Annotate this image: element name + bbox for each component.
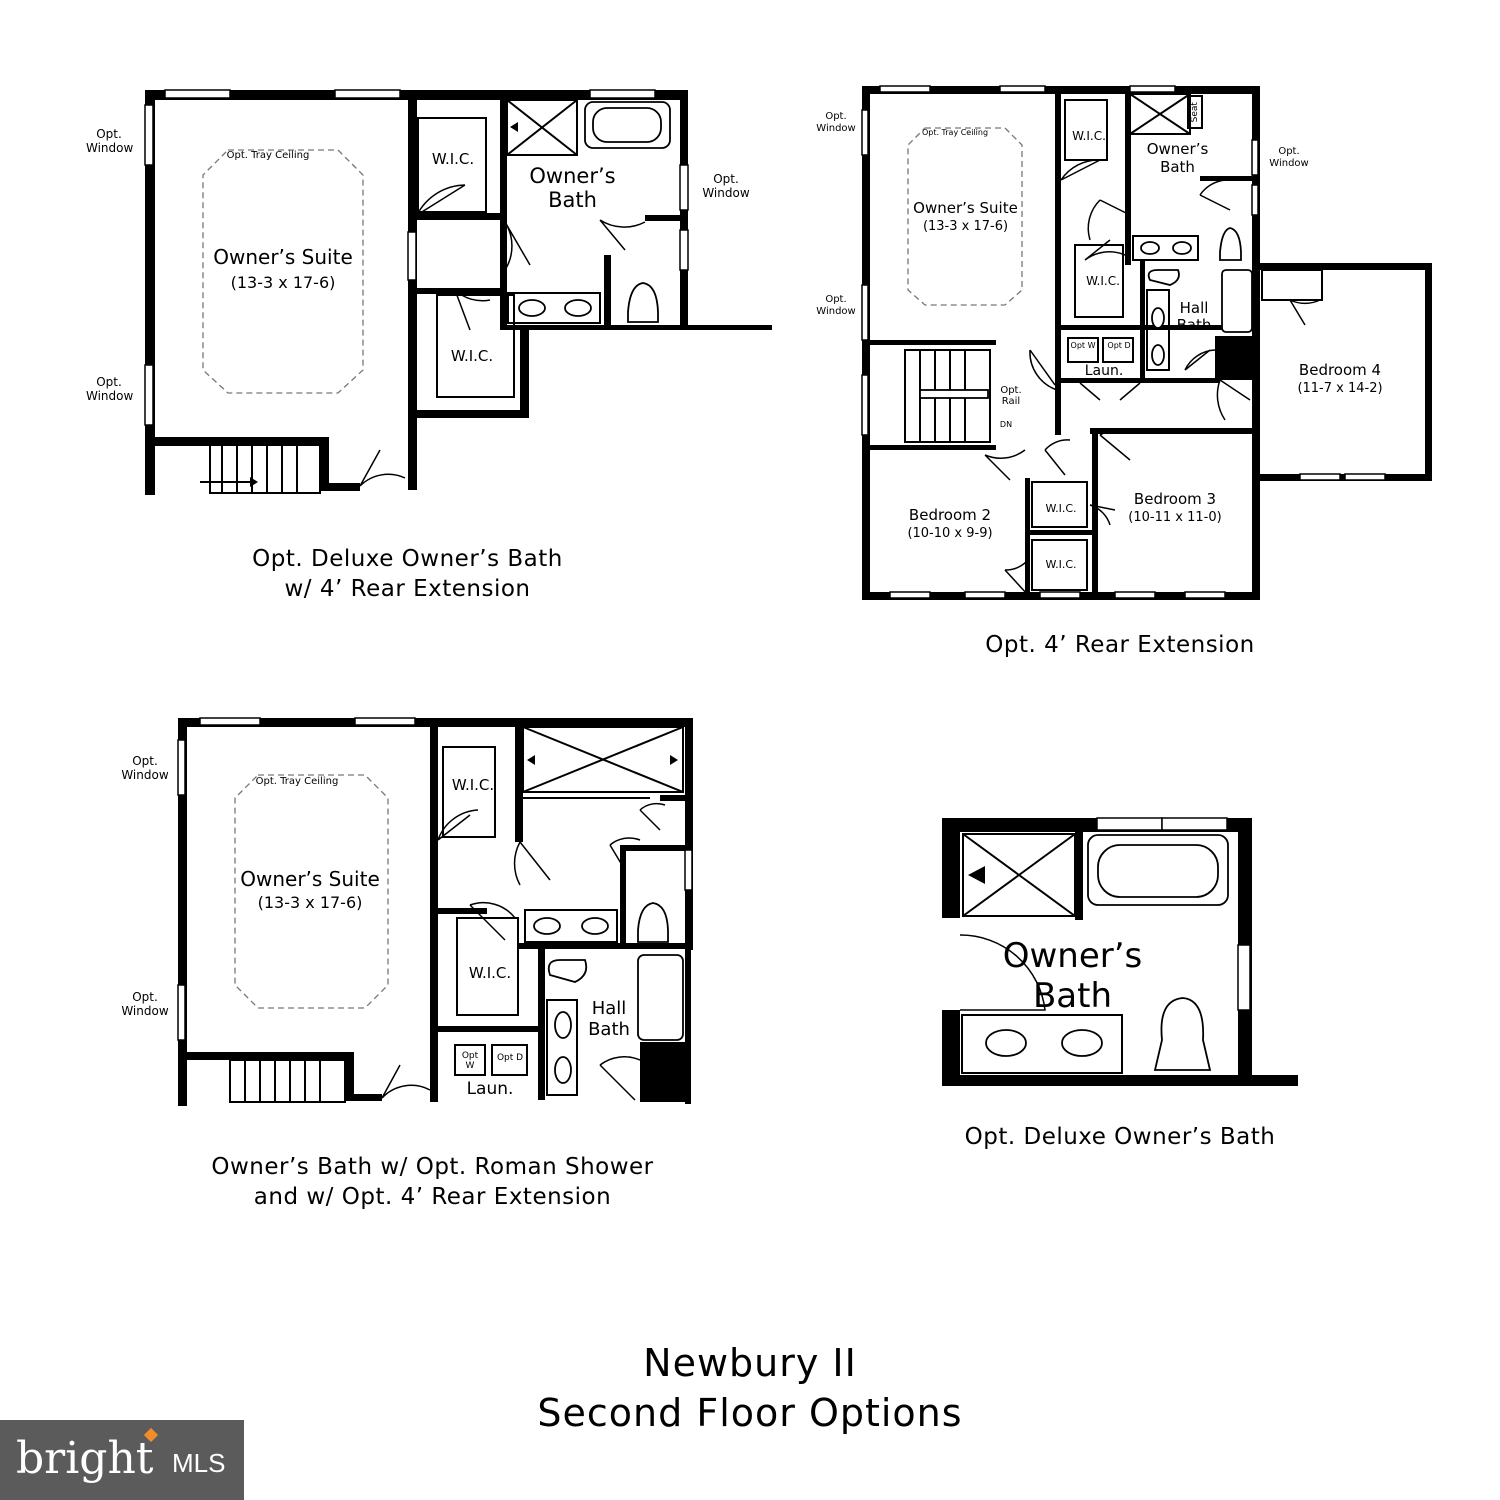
plan-a-opt-window-left-bottom: Opt. Window [86, 375, 134, 403]
plan-a-wic-top: W.I.C. [431, 150, 475, 168]
plan-b-hall-bath: Hall Bath [1176, 299, 1212, 334]
plan-a-tray-ceiling: Opt. Tray Ceiling [226, 150, 310, 161]
plan-c-laundry: Laun. [466, 1079, 514, 1099]
plan-b-bedroom2-size: (10-10 x 9-9) [907, 526, 993, 541]
plan-a-opt-window-right: Opt. Window [702, 172, 750, 200]
plan-b-bedroom4-size: (11-7 x 14-2) [1297, 381, 1383, 396]
plan-b-dn: DN [999, 420, 1013, 429]
logo-suffix-text: MLS [172, 1448, 226, 1478]
plan-d-caption: Opt. Deluxe Owner’s Bath [964, 1124, 1276, 1150]
plan-b-wic-bedroom3: W.I.C. [1045, 558, 1077, 571]
plan-b-drawing [861, 85, 1432, 600]
plan-b-opt-rail: Opt. Rail [1000, 385, 1022, 407]
plan-b-opt-window-left-bottom: Opt. Window [816, 294, 856, 317]
plan-b-bedroom4: Bedroom 4 [1298, 361, 1382, 379]
plan-b-tray-ceiling: Opt. Tray Ceiling [921, 128, 989, 137]
plan-c-caption-line1: Owner’s Bath w/ Opt. Roman Shower [211, 1154, 654, 1180]
plan-c-tray-ceiling: Opt. Tray Ceiling [255, 776, 339, 787]
plan-a-wic-bottom: W.I.C. [450, 347, 494, 365]
plan-b-owners-bath: Owner’s Bath [1146, 140, 1209, 176]
plan-a-caption-line2: w/ 4’ Rear Extension [284, 576, 531, 602]
plan-c-opt-d: Opt D [496, 1053, 524, 1063]
plan-b-laundry: Laun. [1084, 363, 1124, 379]
plan-b-suite-name: Owner’s Suite [913, 199, 1018, 217]
plan-b-opt-d: Opt D [1107, 341, 1131, 350]
plan-b-opt-window-left-top: Opt. Window [816, 111, 856, 134]
plan-c-opt-window-left-top: Opt. Window [121, 754, 169, 782]
plan-b-bedroom3-size: (10-11 x 11-0) [1128, 510, 1222, 525]
plan-a-opt-window-left-top: Opt. Window [86, 127, 134, 155]
page-title-line2: Second Floor Options [537, 1391, 963, 1435]
plan-c-caption-line2: and w/ Opt. 4’ Rear Extension [253, 1184, 612, 1210]
plan-d-drawing [942, 817, 1298, 1086]
plan-b-bedroom3: Bedroom 3 [1133, 490, 1217, 508]
plan-b-suite-size: (13-3 x 17-6) [922, 219, 1009, 234]
plan-b-caption: Opt. 4’ Rear Extension [985, 632, 1255, 658]
plan-b-seat: Seat [1189, 102, 1200, 123]
plan-a-caption-line1: Opt. Deluxe Owner’s Bath [252, 546, 563, 572]
plan-d-owners-bath: Owner’s Bath [1002, 936, 1143, 1016]
plan-c-hall-bath: Hall Bath [588, 998, 630, 1040]
plan-b-opt-w: Opt W [1070, 341, 1096, 350]
plan-b-wic-bottom: W.I.C. [1086, 274, 1120, 288]
page-title-line1: Newbury II [643, 1341, 857, 1385]
plan-c-suite-size: (13-3 x 17-6) [257, 893, 363, 912]
plan-c-opt-window-left-bottom: Opt. Window [121, 990, 169, 1018]
plan-c-wic-top: W.I.C. [451, 776, 495, 794]
plan-a-suite-name: Owner’s Suite [213, 245, 353, 269]
plan-c-drawing [177, 717, 693, 1106]
plan-b-wic-bedroom2: W.I.C. [1045, 502, 1077, 515]
plan-c-wic-bottom: W.I.C. [468, 964, 512, 982]
plan-b-bedroom2: Bedroom 2 [908, 506, 992, 524]
logo-brand-text: bright [16, 1433, 154, 1484]
plan-a-suite-size: (13-3 x 17-6) [230, 273, 336, 292]
plan-a-owners-bath: Owner’s Bath [529, 164, 616, 212]
plan-c-opt-w: Opt W [461, 1051, 479, 1071]
plan-b-wic-top: W.I.C. [1072, 129, 1106, 143]
plan-b-opt-window-right: Opt. Window [1269, 146, 1309, 169]
plan-c-suite-name: Owner’s Suite [240, 867, 380, 891]
plan-a-drawing [144, 89, 772, 495]
bright-mls-logo: bright MLS [0, 1420, 244, 1500]
